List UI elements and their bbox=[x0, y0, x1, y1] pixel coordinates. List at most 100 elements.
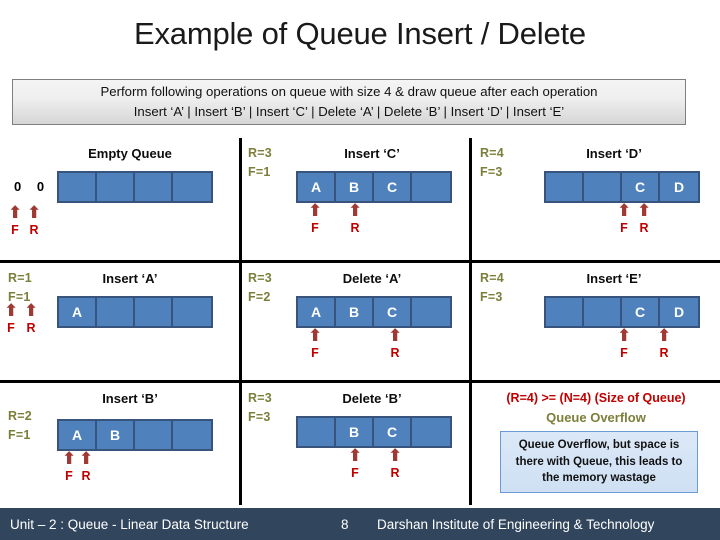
pointer-label: F bbox=[351, 466, 359, 480]
pointer-rear: ⬆ R bbox=[657, 328, 671, 361]
queue-cell bbox=[298, 418, 336, 446]
counters-rf: R=3 F=2 bbox=[248, 269, 272, 307]
queue-cell bbox=[412, 298, 450, 326]
queue-cell: B bbox=[336, 298, 374, 326]
counter-rear: R=4 bbox=[480, 146, 504, 160]
queue-cell: A bbox=[298, 173, 336, 201]
counter-front: F=1 bbox=[8, 427, 31, 442]
queue-boxes: A B C bbox=[296, 171, 452, 203]
panel-queue-overflow: (R=4) >= (N=4) (Size of Queue) Queue Ove… bbox=[472, 383, 720, 505]
arrow-up-icon: ⬆ bbox=[27, 203, 42, 223]
counter-rear: R=3 bbox=[248, 146, 272, 160]
panel-insert-b: Insert ‘B’ R=2 F=1 A B ⬆ F ⬆ R bbox=[0, 383, 239, 505]
queue-cell: A bbox=[59, 421, 97, 449]
counter-front: F=1 bbox=[8, 289, 31, 304]
arrow-up-icon: ⬆ bbox=[4, 301, 19, 321]
panel-title: Delete ‘B’ bbox=[342, 391, 402, 406]
queue-cell bbox=[584, 173, 622, 201]
row-divider-top bbox=[0, 260, 720, 263]
counter-front: F=1 bbox=[248, 164, 271, 179]
pointer-rear: ⬆ R bbox=[348, 203, 362, 236]
pointer-label: R bbox=[639, 221, 649, 235]
panel-empty-queue: Empty Queue 0 0 ⬆ F ⬆ R bbox=[0, 138, 239, 260]
queue-cell bbox=[97, 173, 135, 201]
queue-cell bbox=[135, 421, 173, 449]
arrow-up-icon: ⬆ bbox=[637, 201, 652, 221]
pointer-label: R bbox=[659, 346, 669, 360]
panel-delete-a: Delete ‘A’ R=3 F=2 A B C ⬆ F ⬆ R bbox=[242, 263, 469, 383]
arrow-up-icon: ⬆ bbox=[388, 446, 403, 466]
queue-cell bbox=[584, 298, 622, 326]
pointer-label: F bbox=[311, 221, 319, 235]
queue-cell: C bbox=[374, 298, 412, 326]
queue-cell bbox=[173, 421, 211, 449]
arrow-up-icon: ⬆ bbox=[8, 203, 23, 223]
pointer-front: ⬆ F bbox=[308, 326, 323, 361]
counter-front: F=3 bbox=[248, 409, 271, 424]
queue-trace-grid bbox=[0, 138, 720, 505]
counters-rf: R=1 F=1 bbox=[8, 269, 32, 307]
footer-page-number: 8 bbox=[341, 516, 349, 532]
panel-insert-c: Insert ‘C’ R=3 F=1 A B C ⬆ F ⬆ R bbox=[242, 138, 469, 260]
pointer-label: F bbox=[7, 321, 15, 335]
queue-cell bbox=[173, 173, 211, 201]
banner-line-operations-list: Insert ‘A’ | Insert ‘B’ | Insert ‘C’ | D… bbox=[133, 104, 565, 119]
queue-boxes: A bbox=[57, 296, 213, 328]
counter-rear: R=4 bbox=[480, 271, 504, 285]
counters-rf: R=2 F=1 bbox=[8, 407, 32, 445]
pointer-label: R bbox=[390, 466, 400, 480]
pointer-front: ⬆ F bbox=[348, 446, 363, 481]
pointer-rear: ⬆ R bbox=[24, 301, 39, 336]
panel-title: Empty Queue bbox=[88, 146, 172, 161]
overflow-headline: Queue Overflow bbox=[546, 410, 646, 425]
counter-rear: R=3 bbox=[248, 391, 272, 405]
page-title: Example of Queue Insert / Delete bbox=[134, 16, 586, 51]
queue-cell bbox=[135, 173, 173, 201]
pointer-rear: ⬆ R bbox=[388, 326, 403, 361]
arrow-up-icon: ⬆ bbox=[617, 201, 632, 221]
counter-rear: R=1 bbox=[8, 271, 32, 285]
counter-rear: R=2 bbox=[8, 409, 32, 423]
pointer-rear: ⬆ R bbox=[27, 203, 42, 238]
queue-boxes: B C bbox=[296, 416, 452, 448]
pointer-label: R bbox=[350, 221, 360, 235]
queue-cell: D bbox=[660, 298, 698, 326]
pointer-label: F bbox=[65, 469, 73, 483]
overflow-note-line3: the memory wastage bbox=[542, 472, 656, 485]
pointer-label: F bbox=[620, 346, 628, 360]
panel-title: Insert ‘B’ bbox=[102, 391, 158, 406]
queue-cell: A bbox=[59, 298, 97, 326]
counters-rf: R=3 F=1 bbox=[248, 144, 272, 182]
queue-cell bbox=[135, 298, 173, 326]
arrow-up-icon: ⬆ bbox=[388, 326, 403, 346]
counters-rf: R=4 F=3 bbox=[480, 269, 504, 307]
queue-boxes: A B C bbox=[296, 296, 452, 328]
queue-boxes bbox=[57, 171, 213, 203]
queue-boxes: C D bbox=[544, 171, 700, 203]
arrow-up-icon: ⬆ bbox=[62, 449, 77, 469]
queue-cell: C bbox=[622, 173, 660, 201]
arrow-up-icon: ⬆ bbox=[348, 446, 363, 466]
problem-statement-banner: Perform following operations on queue wi… bbox=[12, 79, 686, 125]
arrow-up-icon: ⬆ bbox=[24, 301, 39, 321]
arrow-up-icon: ⬆ bbox=[308, 326, 323, 346]
queue-cell bbox=[173, 298, 211, 326]
counters-rf: R=3 F=3 bbox=[248, 389, 272, 427]
counter-front: F=2 bbox=[248, 289, 271, 304]
pointer-label: R bbox=[81, 469, 91, 483]
queue-cell: C bbox=[374, 173, 412, 201]
arrow-up-icon: ⬆ bbox=[79, 449, 94, 469]
queue-boxes: A B bbox=[57, 419, 213, 451]
overflow-note-line2: there with Queue, this leads to bbox=[515, 455, 683, 468]
queue-cell bbox=[412, 173, 450, 201]
queue-cell bbox=[59, 173, 97, 201]
pointer-front: ⬆ F bbox=[62, 449, 77, 484]
pointer-label: F bbox=[11, 223, 19, 237]
pointer-front: ⬆ F bbox=[617, 201, 632, 236]
queue-cell: B bbox=[97, 421, 135, 449]
overflow-condition: (R=4) >= (N=4) (Size of Queue) bbox=[506, 391, 686, 405]
panel-title: Insert ‘E’ bbox=[586, 271, 642, 286]
column-divider-left bbox=[239, 138, 242, 505]
counter-zero-labels: 0 0 bbox=[14, 179, 51, 194]
